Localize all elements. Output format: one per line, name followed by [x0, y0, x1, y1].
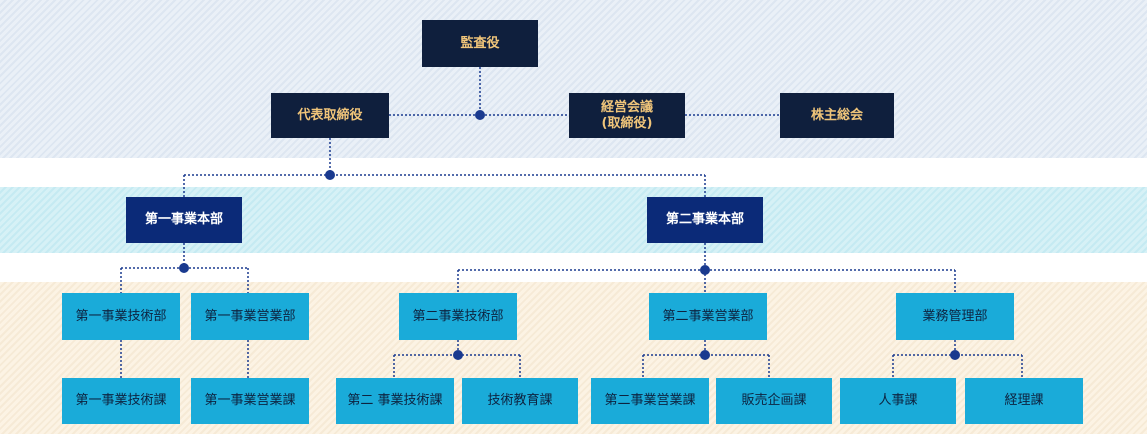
dept-box-d1-tech: 第一事業技術部	[62, 293, 180, 340]
junction-dot	[453, 350, 463, 360]
section-box-s1-sales: 第一事業営業課	[191, 378, 309, 424]
hq2-box: 第二事業本部	[647, 197, 763, 243]
section-label: 第一事業営業課	[204, 393, 296, 409]
junction-dot	[325, 170, 335, 180]
dept-box-d1-sales: 第一事業営業部	[191, 293, 309, 340]
ceo-label: 代表取締役	[297, 107, 363, 123]
section-label: 技術教育課	[487, 393, 553, 409]
dept-box-admin: 業務管理部	[896, 293, 1014, 340]
hq1-box: 第一事業本部	[126, 197, 242, 243]
section-label: 第一事業技術課	[75, 393, 167, 409]
hq2-label: 第二事業本部	[665, 212, 744, 228]
section-box-s2-tech: 第二 事業技術課	[336, 378, 454, 424]
dept-label: 第一事業営業部	[204, 308, 296, 324]
shareholders-meeting-box: 株主総会	[780, 93, 894, 138]
management-board-box: 経営会議 (取締役)	[569, 93, 685, 138]
section-box-hr: 人事課	[840, 378, 956, 424]
section-label: 販売企画課	[741, 393, 807, 409]
ceo-box: 代表取締役	[271, 93, 389, 138]
section-box-s2-sales: 第二事業営業課	[591, 378, 709, 424]
section-box-s1-tech: 第一事業技術課	[62, 378, 180, 424]
junction-dot	[475, 110, 485, 120]
junction-dot	[950, 350, 960, 360]
auditor-label: 監査役	[460, 35, 500, 51]
section-label: 第二 事業技術課	[347, 393, 443, 409]
section-label: 経理課	[1004, 393, 1044, 409]
dept-label: 第二事業技術部	[412, 308, 504, 324]
dept-label: 第一事業技術部	[75, 308, 167, 324]
section-label: 人事課	[878, 393, 918, 409]
junction-dot	[179, 263, 189, 273]
section-label: 第二事業営業課	[604, 393, 696, 409]
section-box-s2-plan: 販売企画課	[716, 378, 832, 424]
dept-label: 業務管理部	[922, 308, 988, 324]
section-box-acct: 経理課	[965, 378, 1083, 424]
board-label-line1: 経営会議	[600, 99, 653, 115]
dept-box-d2-sales: 第二事業営業部	[649, 293, 767, 340]
board-label-line2: (取締役)	[601, 115, 653, 131]
dept-box-d2-tech: 第二事業技術部	[399, 293, 517, 340]
hq1-label: 第一事業本部	[144, 212, 223, 228]
section-box-s2-edu: 技術教育課	[462, 378, 578, 424]
dept-label: 第二事業営業部	[662, 308, 754, 324]
junction-dot	[700, 265, 710, 275]
junction-dot	[700, 350, 710, 360]
auditor-box: 監査役	[422, 20, 538, 67]
shareholders-label: 株主総会	[810, 107, 863, 123]
